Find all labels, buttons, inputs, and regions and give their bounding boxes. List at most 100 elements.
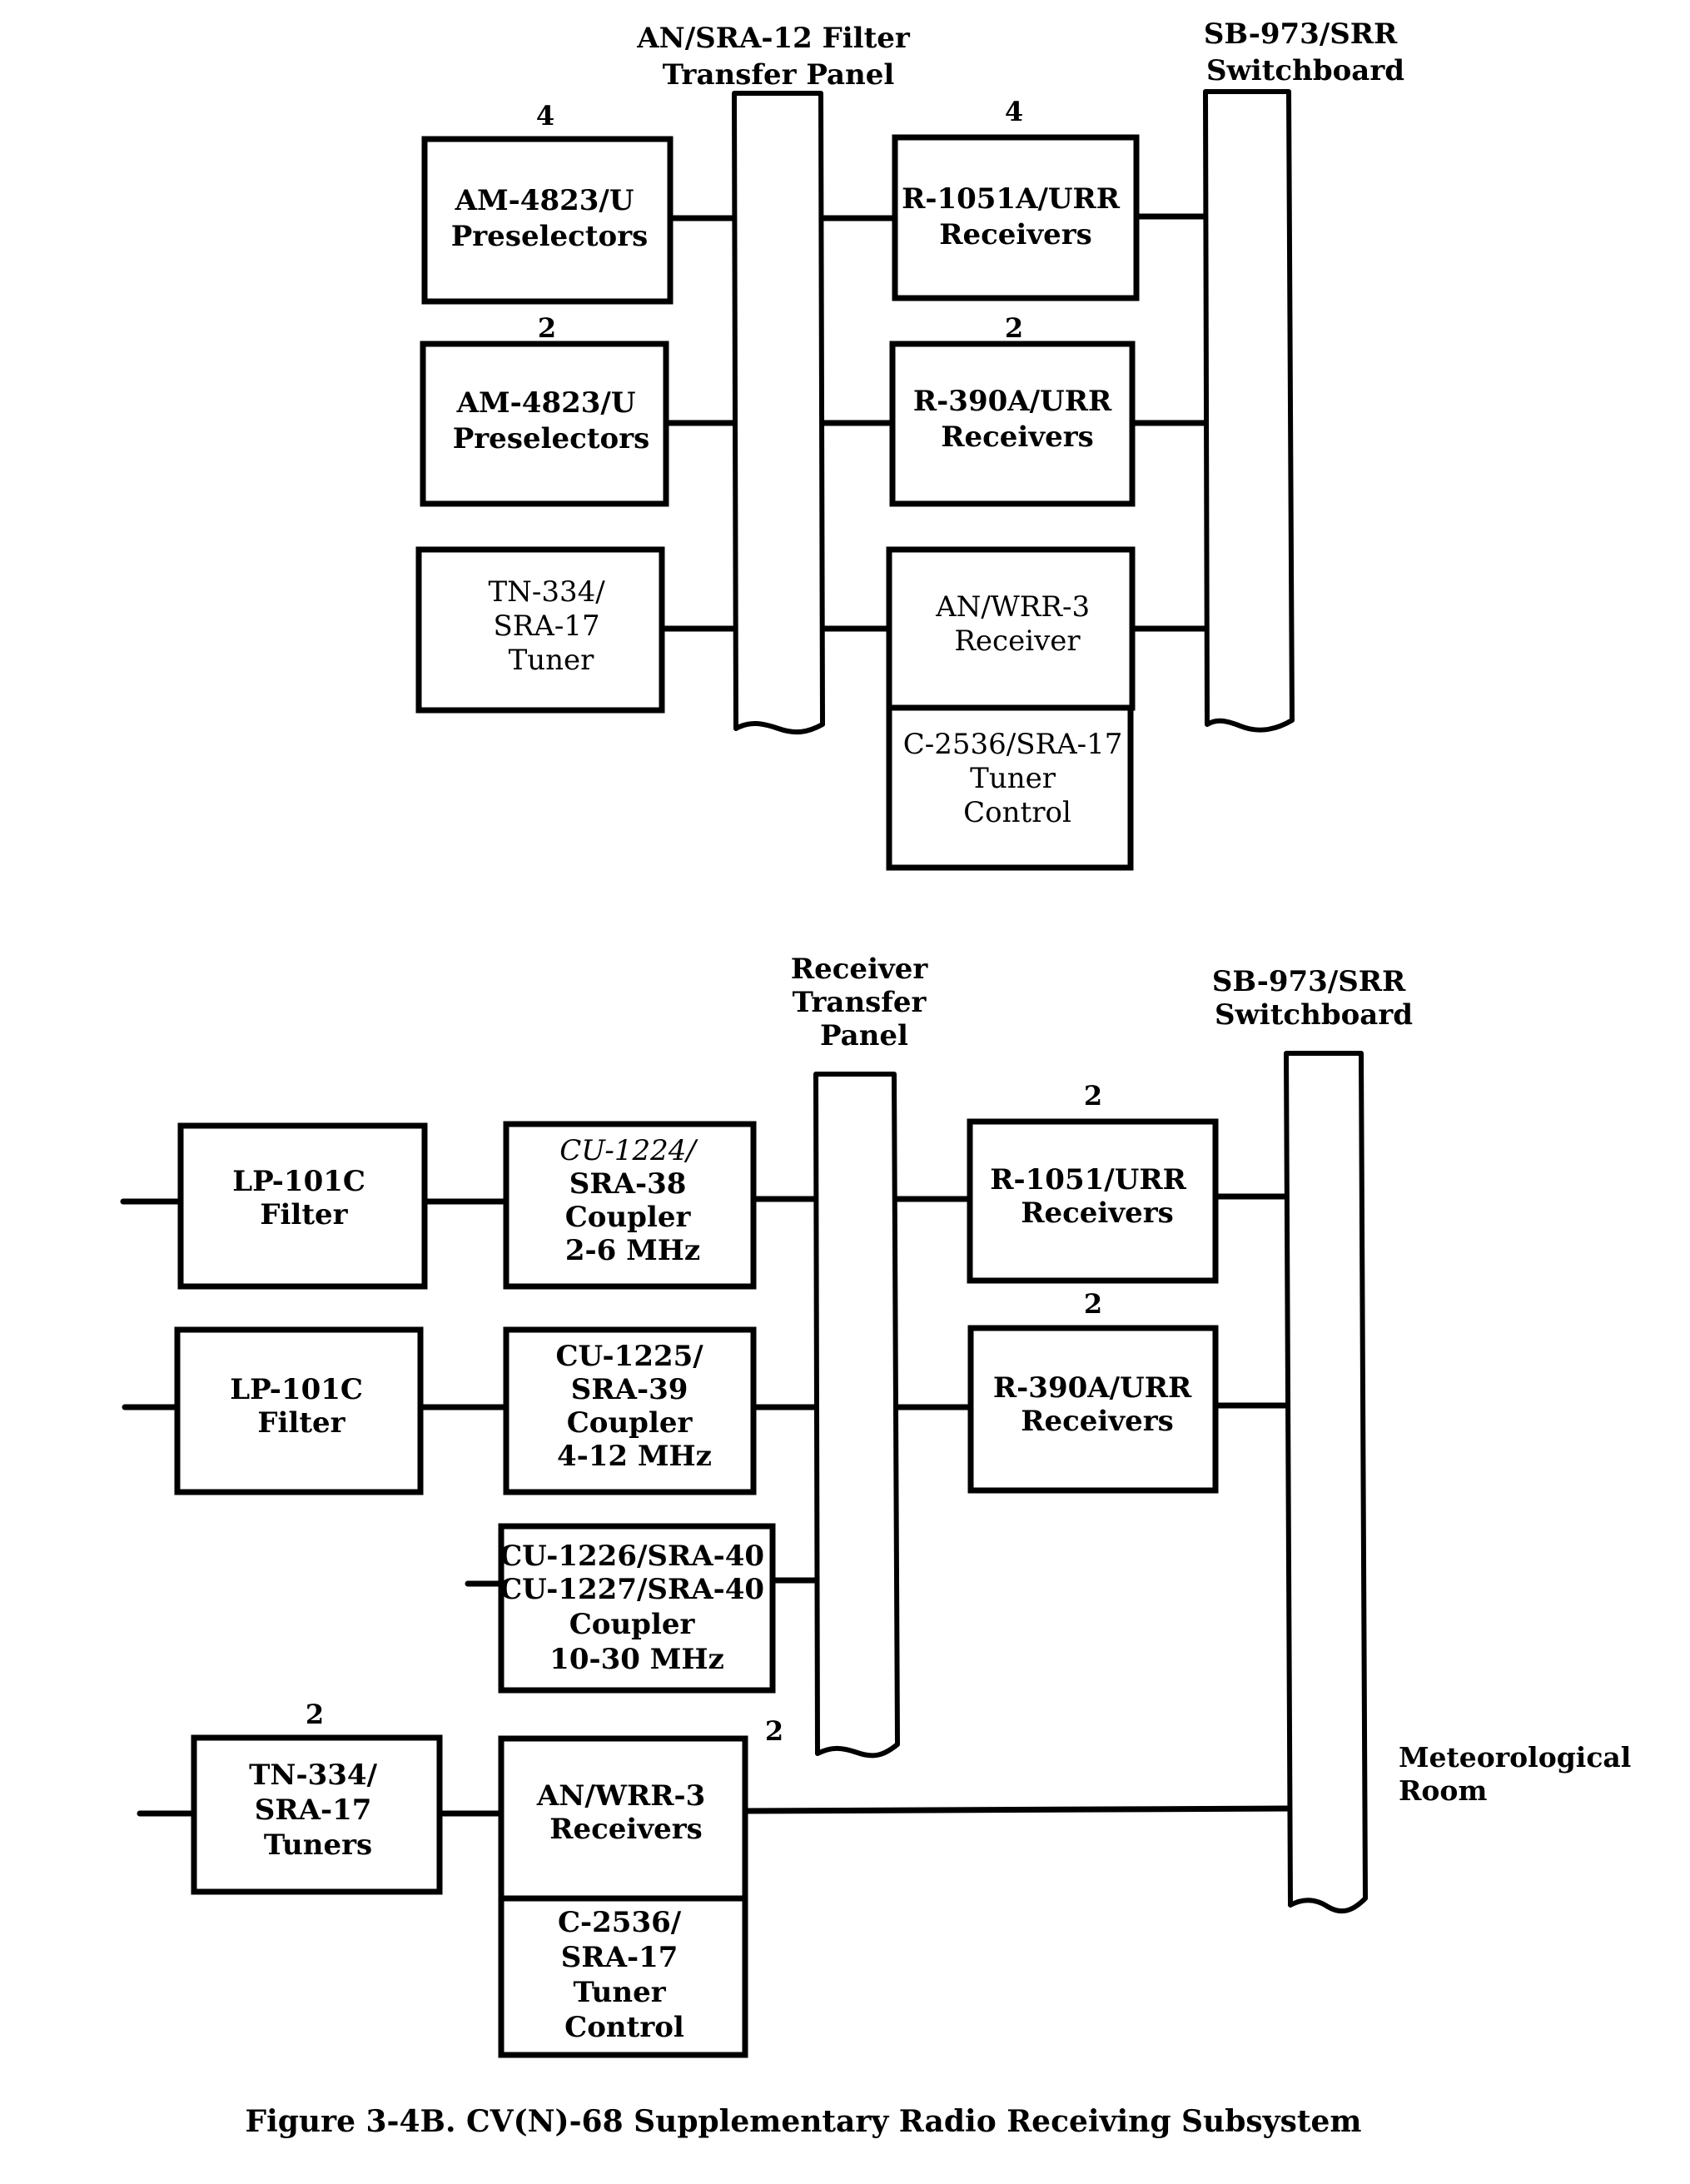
bottom-switchboard-title-line1: SB-973/SRR xyxy=(1212,965,1406,998)
wire-wrr3-to-switchboard xyxy=(742,1805,1293,1814)
qty-receivers-r1051: 2 xyxy=(1084,1080,1102,1112)
r390a-bottom-line2: Receivers xyxy=(1021,1405,1174,1438)
qty-receivers-r390a-top: 2 xyxy=(1005,312,1023,344)
rtp-title-line1: Receiver xyxy=(791,953,929,986)
block-tuner-top: TN-334/ SRA-17 Tuner xyxy=(415,546,665,714)
svg-text:R-1051/URR Receivers: R-1051/URR Receivers xyxy=(990,1163,1195,1230)
preselectors-b-line2: Preselectors xyxy=(453,422,650,455)
r390a-top-line1: R-390A/URR xyxy=(913,385,1112,418)
tuners-line1: TN-334/ xyxy=(249,1759,377,1792)
coupler-a-line3: Coupler xyxy=(565,1201,692,1234)
block-filter-a: LP-101C Filter xyxy=(177,1122,428,1290)
r390a-top-line2: Receivers xyxy=(941,420,1094,454)
tuner-control-bottom-line2: SRA-17 xyxy=(561,1941,678,1974)
svg-text:C-2536/ SRA-17: C-2536/ SRA-17 Tuner Control xyxy=(558,1906,691,2044)
qty-receivers-r390a-bottom: 2 xyxy=(1084,1288,1102,1320)
block-preselectors-a: 4 AM-4823/U Preselectors xyxy=(421,100,674,305)
side-label-line1: Meteorological xyxy=(1399,1741,1631,1774)
wrr3-top-line1: AN/WRR-3 xyxy=(935,590,1090,624)
block-tuners: 2 TN-334/ SRA-17 Tuners xyxy=(191,1699,443,1895)
top-switchboard-title-line1: SB-973/SRR xyxy=(1204,17,1398,51)
tuner-top-line3: Tuner xyxy=(509,644,595,677)
qty-tuners: 2 xyxy=(306,1699,324,1730)
coupler-a-line2: SRA-38 xyxy=(569,1167,687,1201)
bottom-switchboard-title-line2: Switchboard xyxy=(1215,998,1413,1032)
tuner-control-bottom-line4: Control xyxy=(564,2011,684,2044)
svg-text:TN-334/ SRA-17: TN-334/ SRA-17 Tuners xyxy=(249,1759,387,1862)
coupler-a-line1: CU-1224/ xyxy=(559,1134,698,1167)
tuner-control-top-line2: Tuner xyxy=(970,762,1056,795)
svg-text:AM-4823/U Preselectors: AM-4823/U Preselectors xyxy=(451,184,649,253)
block-receivers-r1051a: 4 R-1051A/URR Receivers xyxy=(892,96,1140,301)
receiver-transfer-panel xyxy=(813,1072,900,1759)
top-switchboard-title-line2: Switchboard xyxy=(1206,54,1404,87)
filter-panel-title: AN/SRA-12 Filter Transfer Panel xyxy=(636,22,919,92)
tuner-top-line1: TN-334/ xyxy=(488,575,605,609)
svg-text:CU-1224/ SRA-38: CU-1224/ SRA-38 Coupler 2-6 MHz xyxy=(559,1134,705,1267)
wrr3-top-line2: Receiver xyxy=(954,624,1081,658)
qty-receivers-r1051a: 4 xyxy=(1005,96,1023,127)
rtp-title-line2: Transfer xyxy=(793,986,927,1019)
svg-text:CU-1226/SRA-40 CU-1227: CU-1226/SRA-40 CU-1227/SRA-40 Coupler 10… xyxy=(500,1540,774,1676)
wrr3-bottom-line1: AN/WRR-3 xyxy=(536,1779,705,1813)
r1051a-line2: Receivers xyxy=(939,218,1092,251)
block-receivers-wrr3-bottom: 2 AN/WRR-3 Receivers xyxy=(498,1715,783,1902)
svg-text:AN/WRR-3 Receiver: AN/WRR-3 Receiver xyxy=(935,590,1099,658)
tuner-control-bottom-line1: C-2536/ xyxy=(558,1906,682,1939)
filter-b-line2: Filter xyxy=(257,1406,345,1440)
meteorological-room-label: Meteorological Room xyxy=(1399,1741,1641,1807)
side-label-line2: Room xyxy=(1399,1774,1487,1807)
svg-text:R-390A/URR Receivers: R-390A/URR Receivers xyxy=(993,1371,1201,1438)
r1051-line2: Receivers xyxy=(1021,1196,1174,1230)
block-receiver-wrr3-top: AN/WRR-3 Receiver xyxy=(886,546,1136,711)
block-receivers-r390a-bottom: 2 R-390A/URR Receivers xyxy=(967,1288,1219,1494)
svg-text:AM-4823/U Preselectors: AM-4823/U Preselectors xyxy=(453,386,650,455)
bottom-switchboard xyxy=(1284,1051,1368,1914)
qty-receivers-wrr3-bottom: 2 xyxy=(765,1715,783,1747)
tuner-control-top-line1: C-2536/SRA-17 xyxy=(903,728,1123,761)
block-receivers-r390a-top: 2 R-390A/URR Receivers xyxy=(889,312,1136,507)
block-coupler-b: CU-1225/ SRA-39 Coupler 4-12 MHz xyxy=(503,1326,757,1495)
top-diagram: AN/SRA-12 Filter Transfer Panel SB-973/S… xyxy=(415,17,1407,871)
r1051-line1: R-1051/URR xyxy=(990,1163,1186,1196)
block-receivers-r1051: 2 R-1051/URR Receivers xyxy=(967,1080,1219,1284)
rtp-title-line3: Panel xyxy=(820,1019,908,1052)
svg-text:AN/WRR-3 Receivers: AN/WRR-3 Receivers xyxy=(536,1779,715,1846)
coupler-b-line2: SRA-39 xyxy=(571,1373,688,1406)
preselectors-a-line1: AM-4823/U xyxy=(455,184,634,217)
r1051a-line1: R-1051A/URR xyxy=(902,182,1121,216)
preselectors-b-line1: AM-4823/U xyxy=(456,386,636,420)
qty-preselectors-a: 4 xyxy=(536,100,554,132)
filter-transfer-panel xyxy=(732,91,825,735)
block-tuner-control-bottom: C-2536/ SRA-17 Tuner Control xyxy=(498,1895,748,2058)
svg-text:R-390A/URR Receivers: R-390A/URR Receivers xyxy=(913,385,1121,454)
tuner-control-top-line3: Control xyxy=(963,796,1071,829)
coupler-b-line4: 4-12 MHz xyxy=(557,1440,712,1473)
filter-panel-title-line1: AN/SRA-12 Filter xyxy=(636,22,911,55)
coupler-b-line1: CU-1225/ xyxy=(555,1340,703,1373)
block-tuner-control-top: C-2536/SRA-17 Tuner Control xyxy=(886,704,1134,871)
figure-caption: Figure 3-4B. CV(N)-68 Supplementary Radi… xyxy=(246,2104,1362,2139)
coupler-c-line4: 10-30 MHz xyxy=(549,1643,724,1676)
svg-text:LP-101C Filter: LP-101C Filter xyxy=(230,1373,373,1440)
block-coupler-a: CU-1224/ SRA-38 Coupler 2-6 MHz xyxy=(503,1121,757,1290)
svg-text:CU-1225/ SRA-39: CU-1225/ SRA-39 Coupler 4-12 MHz xyxy=(555,1340,713,1473)
top-switchboard-title: SB-973/SRR Switchboard xyxy=(1204,17,1407,87)
coupler-c-line3: Coupler xyxy=(569,1608,696,1641)
tuners-line3: Tuners xyxy=(264,1828,372,1862)
filter-a-line1: LP-101C xyxy=(232,1165,365,1198)
tuners-line2: SRA-17 xyxy=(255,1793,372,1827)
top-switchboard xyxy=(1203,89,1295,733)
block-coupler-c: CU-1226/SRA-40 CU-1227/SRA-40 Coupler 10… xyxy=(498,1523,776,1694)
block-preselectors-b: 2 AM-4823/U Preselectors xyxy=(420,312,669,507)
svg-text:TN-334/ SRA-17: TN-334/ SRA-17 Tuner xyxy=(488,575,614,677)
coupler-c-line1: CU-1226/SRA-40 xyxy=(500,1540,764,1573)
preselectors-a-line2: Preselectors xyxy=(451,220,649,253)
svg-text:R-1051A/URR Receivers: R-1051A/URR Receivers xyxy=(902,182,1130,251)
bottom-switchboard-title: SB-973/SRR Switchboard xyxy=(1212,965,1415,1032)
coupler-c-line2: CU-1227/SRA-40 xyxy=(500,1573,764,1606)
filter-a-line2: Filter xyxy=(260,1198,348,1231)
coupler-b-line3: Coupler xyxy=(567,1406,693,1440)
block-filter-b: LP-101C Filter xyxy=(174,1326,424,1495)
